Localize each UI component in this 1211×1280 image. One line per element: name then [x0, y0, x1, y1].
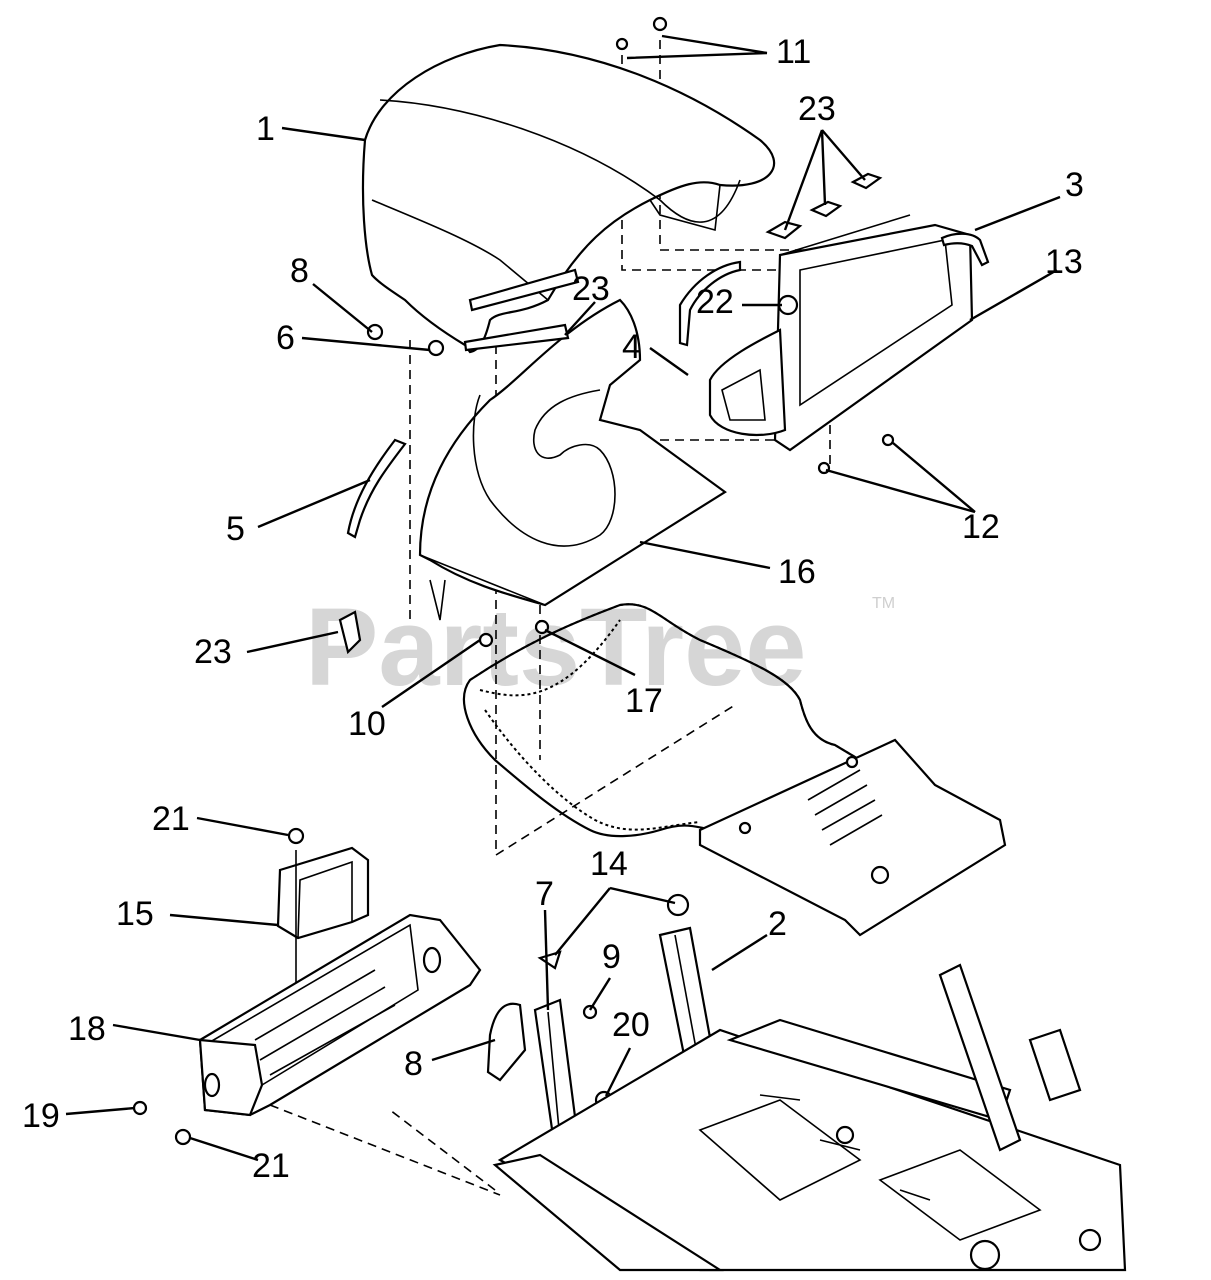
callout-20: 20	[612, 1006, 650, 1044]
part-5-trim	[346, 438, 407, 539]
callout-23-left: 23	[194, 633, 232, 671]
floor-plate	[698, 738, 1007, 937]
part-3-bumper	[940, 232, 990, 267]
callout-13: 13	[1045, 243, 1083, 281]
fasteners-upper	[366, 16, 895, 648]
callout-8-lower: 8	[404, 1045, 423, 1083]
callout-19: 19	[22, 1097, 60, 1135]
part-9-bolt	[582, 1004, 598, 1020]
callout-8-upper: 8	[290, 252, 309, 290]
callout-3: 3	[1065, 166, 1084, 204]
callout-6: 6	[276, 319, 295, 357]
callout-21-upper: 21	[152, 800, 190, 838]
callout-17: 17	[625, 682, 663, 720]
callout-22: 22	[696, 283, 734, 321]
callout-1: 1	[256, 110, 275, 148]
callout-14: 14	[590, 845, 628, 883]
watermark: PartsTree	[305, 586, 806, 709]
callout-23-top: 23	[798, 90, 836, 128]
part-8-lever	[486, 1002, 527, 1082]
callout-18: 18	[68, 1010, 106, 1048]
part-15-bracket	[276, 827, 370, 998]
callout-7: 7	[535, 875, 554, 913]
part-13-seat-back	[708, 214, 974, 452]
watermark-trademark: TM	[872, 595, 895, 612]
part-14-knob-right	[666, 893, 690, 917]
callout-15: 15	[116, 895, 154, 933]
callouts: 1 2 3 4 5 6 7 8 8 9 10 11 12 13 14 15 16…	[22, 33, 1084, 1185]
part-4-trim	[678, 260, 742, 347]
callout-11: 11	[776, 33, 811, 71]
part-19-bolt	[132, 1100, 148, 1116]
part-16-panel	[418, 268, 727, 621]
callout-16: 16	[778, 553, 816, 591]
leader-lines	[65, 34, 1061, 1162]
part-1-seat-cover	[361, 43, 776, 354]
callout-4: 4	[622, 328, 641, 366]
part-21-lower-bolt	[174, 1128, 192, 1146]
tractor-frame	[492, 963, 1127, 1272]
callout-21-lower: 21	[252, 1147, 290, 1185]
callout-12: 12	[962, 508, 1000, 546]
callout-2: 2	[768, 905, 787, 943]
callout-5: 5	[226, 510, 245, 548]
callout-9: 9	[602, 938, 621, 976]
part-23-decals	[338, 172, 883, 655]
callout-10: 10	[348, 705, 386, 743]
part-18-base-bracket	[198, 913, 482, 1117]
callout-23-middle: 23	[572, 270, 610, 308]
